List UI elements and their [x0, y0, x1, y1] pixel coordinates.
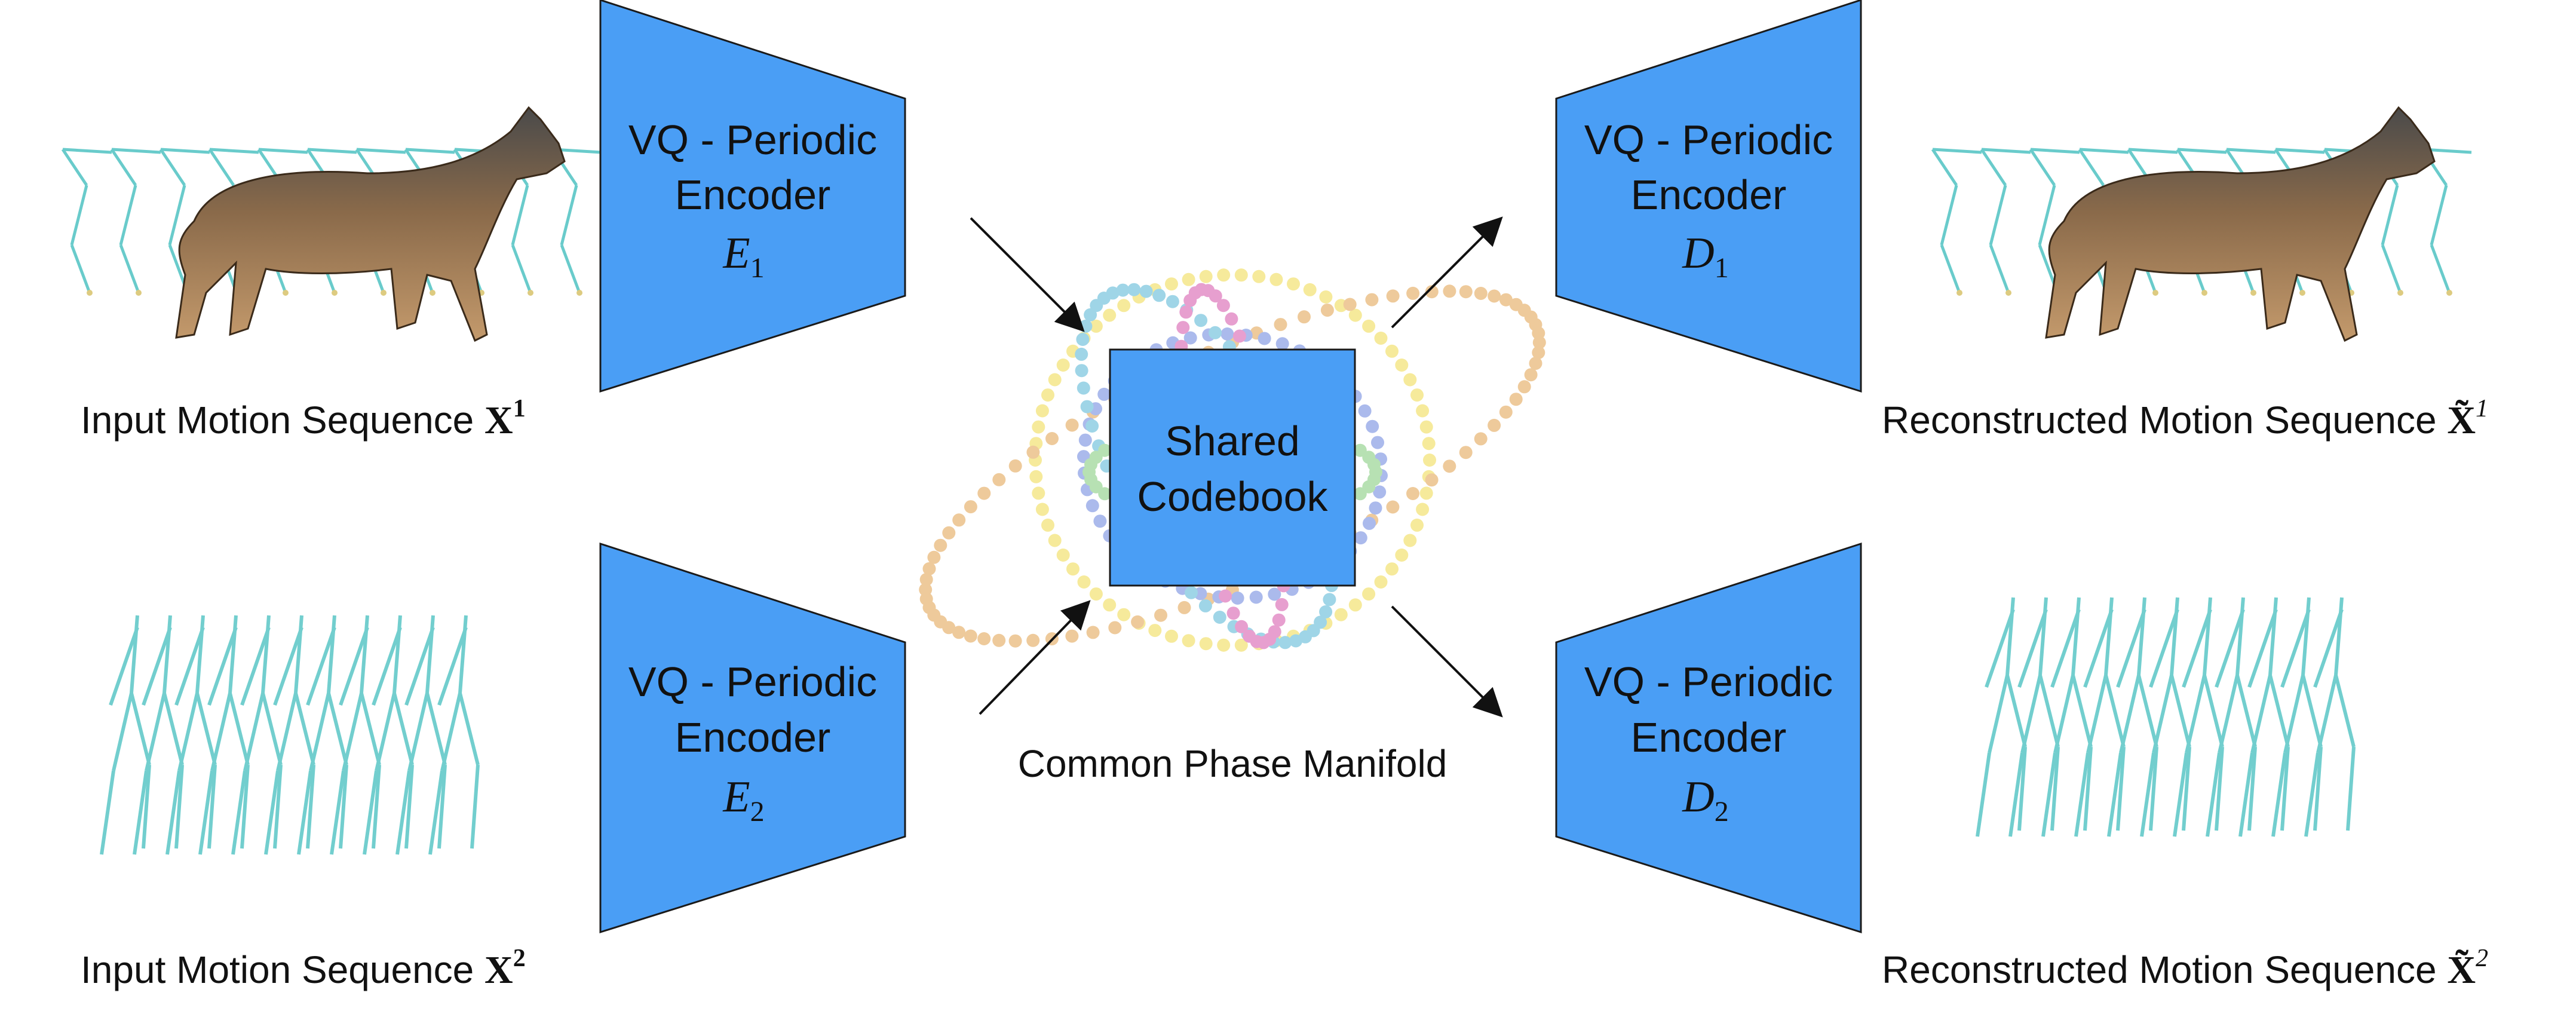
arrow-codebook-to-d1	[1391, 216, 1503, 329]
arrow-codebook-to-d2	[1391, 605, 1503, 718]
decoder-d1-line2: Encoder	[1631, 171, 1787, 218]
decoder-d2-block: VQ - Periodic Encoder D2	[1555, 542, 1862, 934]
dog-skeleton-icon	[61, 106, 602, 342]
shared-codebook-block: Shared Codebook	[1109, 348, 1356, 587]
encoder-e1-line2: Encoder	[675, 171, 831, 218]
input-label-2: Input Motion Sequence X2	[81, 945, 526, 992]
human-skeleton-icon	[100, 615, 480, 855]
manifold-label: Common Phase Manifold	[1018, 742, 1448, 785]
decoder-d1-line1: VQ - Periodic	[1584, 117, 1833, 163]
encoder-e2-line1: VQ - Periodic	[628, 658, 877, 705]
encoder-e2-line2: Encoder	[675, 714, 831, 761]
decoder-d1-block: VQ - Periodic Encoder D1	[1555, 0, 1862, 393]
encoder-e1-block: VQ - Periodic Encoder E1	[599, 0, 906, 393]
decoder-d1-symbol: D1	[1682, 229, 1728, 284]
dog-skeleton-icon	[1931, 106, 2472, 342]
encoder-e1-symbol: E1	[722, 229, 764, 284]
encoder-e2-block: VQ - Periodic Encoder E2	[599, 542, 906, 934]
decoder-d2-line1: VQ - Periodic	[1584, 658, 1833, 705]
arrow-e2-to-codebook	[979, 600, 1091, 715]
decoder-d2-symbol: D2	[1682, 773, 1728, 828]
output-label-2: Reconstructed Motion Sequence X̃2	[1882, 945, 2488, 992]
input-label-1: Input Motion Sequence X1	[81, 395, 526, 442]
encoder-e1-line1: VQ - Periodic	[628, 117, 877, 163]
arrows	[970, 216, 1503, 718]
decoder-d2-line2: Encoder	[1631, 714, 1787, 761]
output-label-1: Reconstructed Motion Sequence X̃1	[1882, 395, 2488, 442]
codebook-line2: Codebook	[1137, 473, 1328, 520]
arrow-e1-to-codebook	[970, 217, 1085, 332]
codebook-line1: Shared	[1165, 418, 1300, 464]
human-skeleton-icon	[1976, 597, 2356, 837]
encoder-e2-symbol: E2	[722, 773, 764, 828]
